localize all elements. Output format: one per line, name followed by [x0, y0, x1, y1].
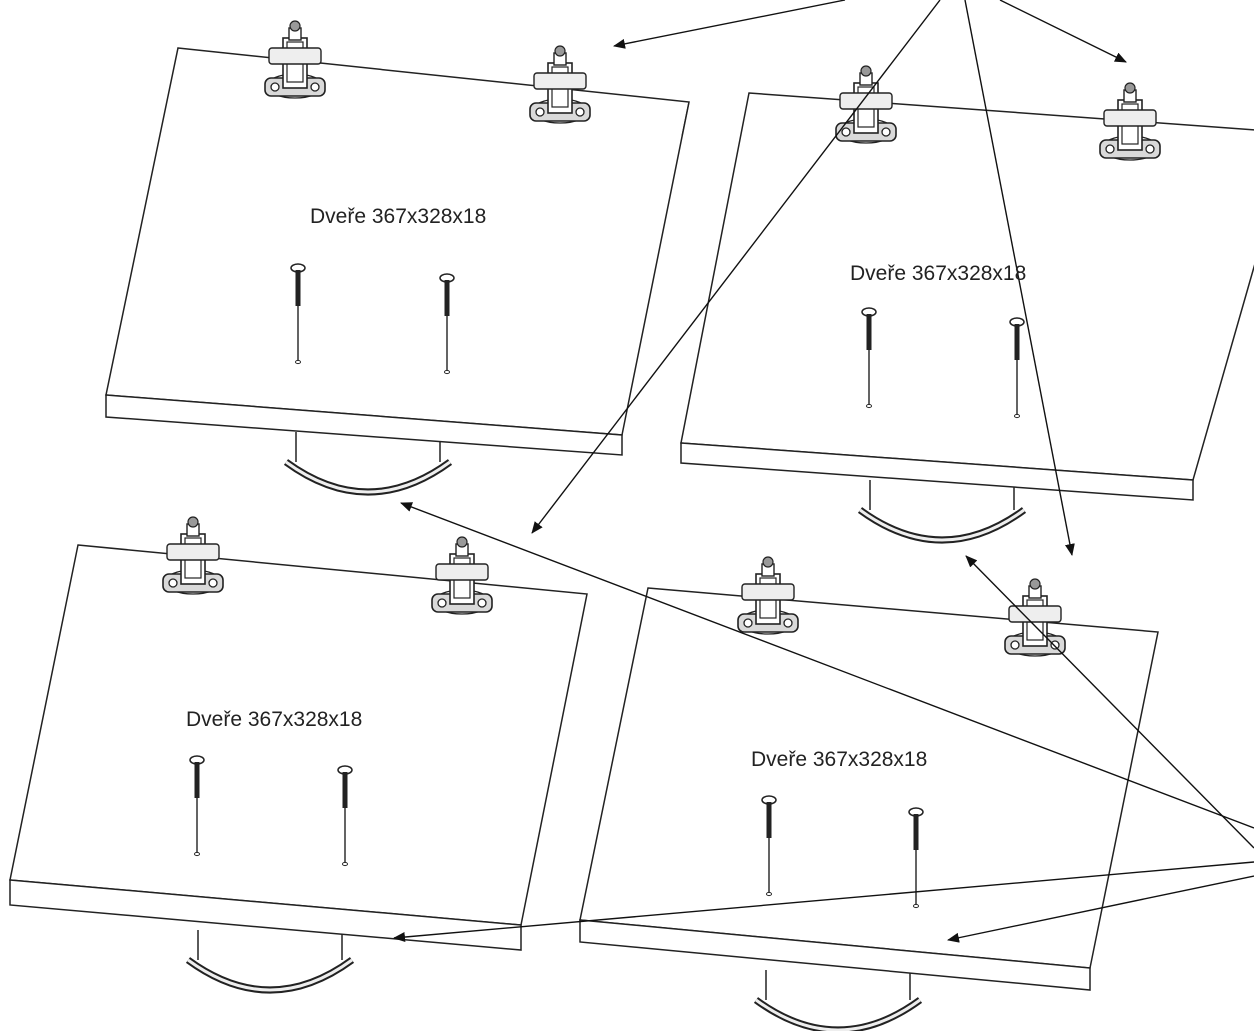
arrow-handle-1 [400, 502, 1254, 829]
hinge-2b [1099, 82, 1161, 161]
hinge-4a [737, 556, 799, 635]
door-panel-1 [105, 20, 690, 492]
door-panel-2 [680, 65, 1254, 540]
arrow-handle-2 [965, 555, 1254, 849]
leader-arrows-hinges [531, 0, 1127, 556]
handle-2 [860, 480, 1024, 540]
panel-label-4: Dveře 367x328x18 [751, 748, 928, 771]
arrow-hinge-3b [531, 0, 941, 534]
door-panel-4 [579, 556, 1159, 1030]
hinge-2a [835, 65, 897, 144]
arrow-hinge-2b [999, 0, 1127, 63]
handle-3 [188, 930, 352, 990]
hinge-1a [264, 20, 326, 99]
arrow-handle-3 [393, 861, 1254, 943]
hinge-4b [1004, 578, 1066, 657]
hinge-3b [431, 536, 493, 615]
arrow-handle-4 [947, 875, 1254, 943]
hinge-3a [162, 516, 224, 595]
handle-4 [756, 970, 920, 1030]
leader-arrows-handles [393, 502, 1254, 943]
door-panel-3 [9, 516, 588, 990]
panel-label-3: Dveře 367x328x18 [186, 708, 363, 731]
panel-label-2: Dveře 367x328x18 [850, 262, 1027, 285]
hinge-1b [529, 45, 591, 124]
arrow-hinge-1b [613, 0, 846, 49]
panel-label-1: Dveře 367x328x18 [310, 205, 487, 228]
arrow-hinge-4b [964, 0, 1075, 556]
